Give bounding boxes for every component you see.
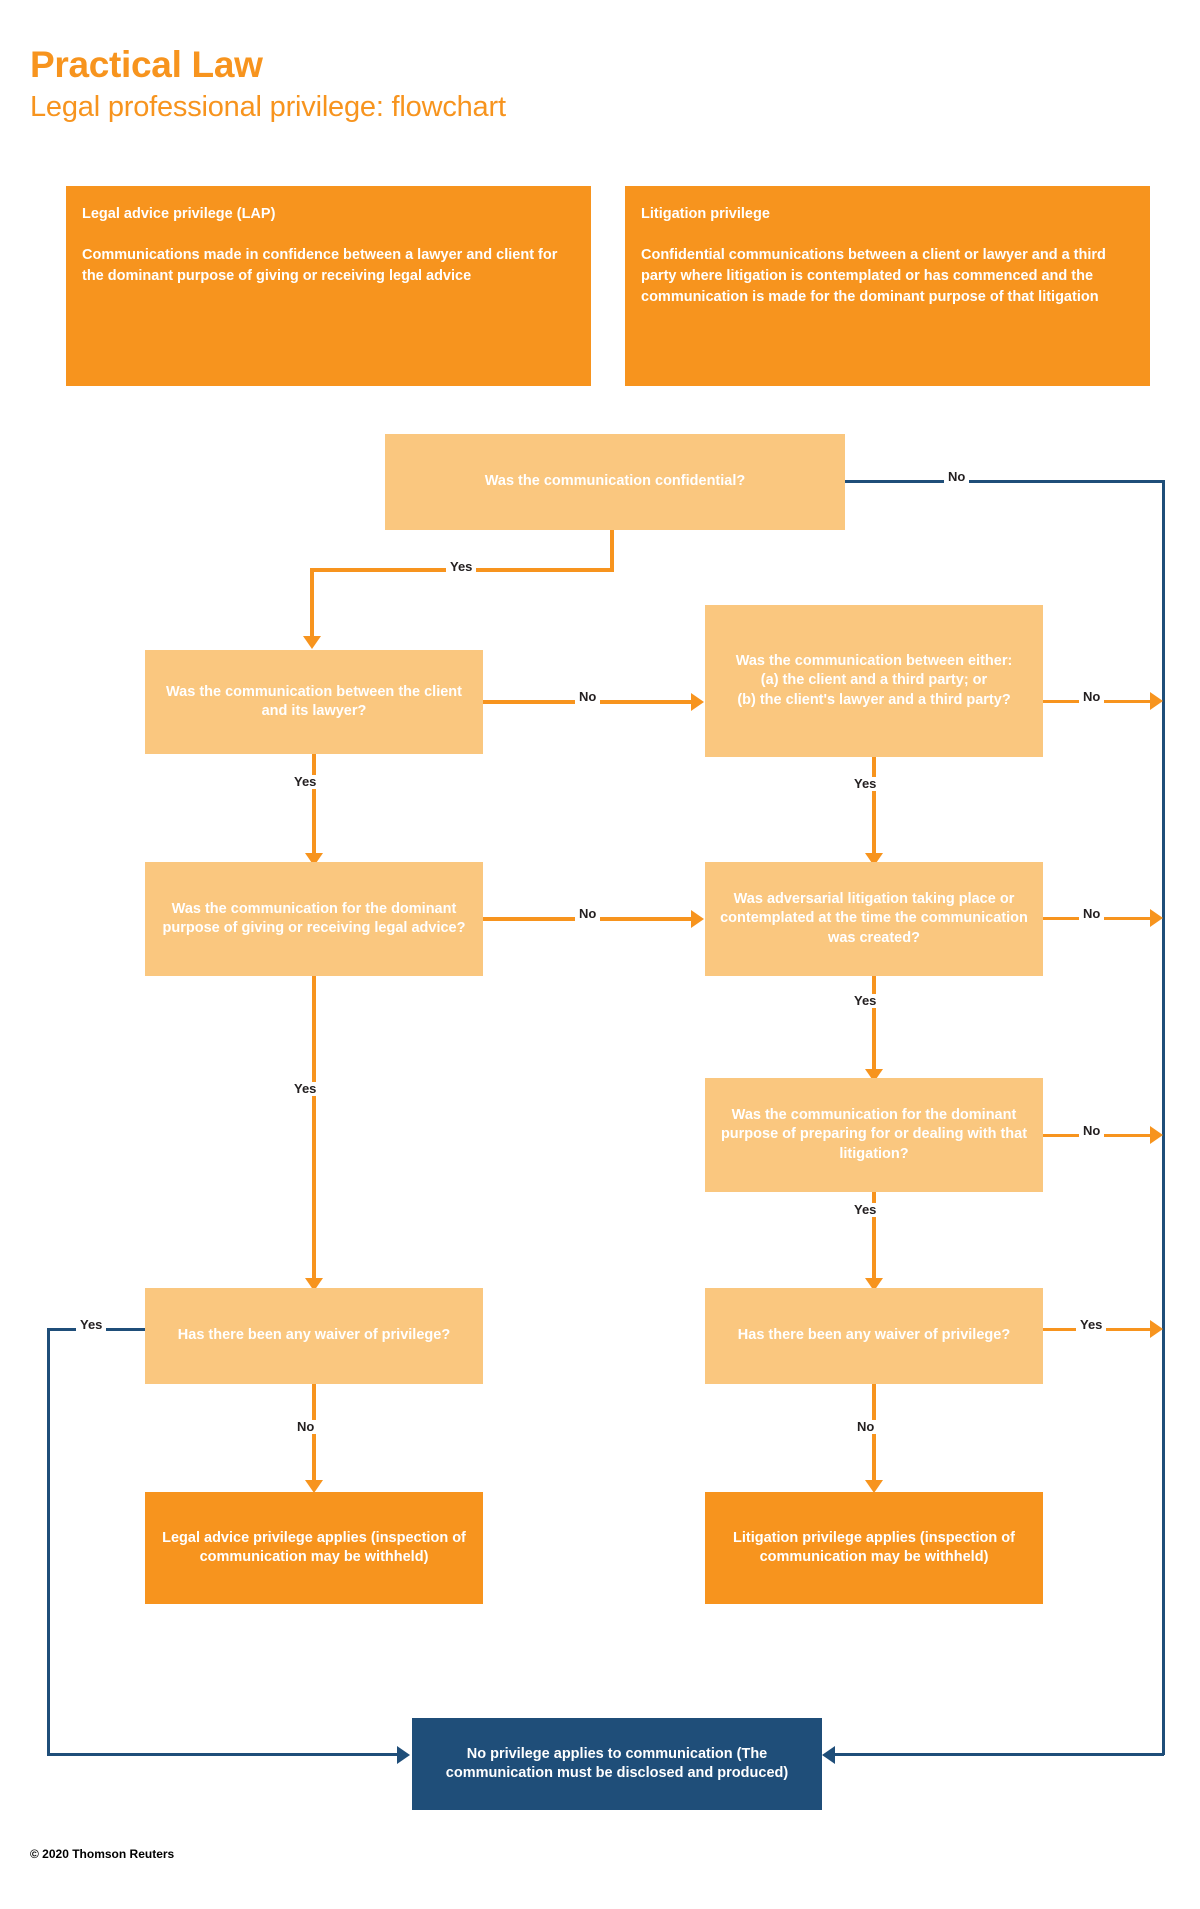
definition-body-lap: Communications made in confidence betwee…	[82, 247, 558, 285]
node-no-privilege: No privilege applies to communication (T…	[412, 1718, 822, 1810]
node-lit-applies: Litigation privilege applies (inspection…	[705, 1492, 1043, 1604]
node-lap-applies-label: Legal advice privilege applies (inspecti…	[162, 1529, 466, 1565]
edge-label-lap-waiver-no: No	[293, 1419, 319, 1435]
edge-confidential-yes-v1	[610, 530, 614, 572]
node-lit-adversarial: Was adversarial litigation taking place …	[705, 862, 1043, 976]
edge-lit-adversarial-yes-v	[872, 976, 876, 1073]
arrow-lap-client-no	[691, 693, 704, 711]
edge-label-lap-dominant-yes: Yes	[290, 1081, 321, 1097]
edge-confidential-yes-v2	[310, 568, 314, 640]
edge-label-lap-waiver-yes: Yes	[76, 1317, 107, 1333]
node-lap-dominant-purpose-label: Was the communication for the dominant p…	[162, 900, 466, 936]
node-lit-waiver-label: Has there been any waiver of privilege?	[737, 1327, 1011, 1344]
definition-title-litigation: Litigation privilege	[641, 206, 770, 222]
edge-label-lit-dominant-yes: Yes	[850, 1202, 881, 1218]
node-lit-dominant-purpose-label: Was the communication for the dominant p…	[720, 1107, 1028, 1162]
node-lap-applies: Legal advice privilege applies (inspecti…	[145, 1492, 483, 1604]
arrow-lit-adversarial-no	[1150, 909, 1163, 927]
node-lap-dominant-purpose: Was the communication for the dominant p…	[145, 862, 483, 976]
arrow-lit-dominant-yes	[865, 1278, 883, 1291]
copyright-notice: © 2020 Thomson Reuters	[30, 1847, 175, 1861]
edge-right-rail-to-bottom-h	[835, 1753, 1164, 1756]
node-lap-client-lawyer: Was the communication between the client…	[145, 650, 483, 754]
arrow-lap-waiver-no	[305, 1480, 323, 1493]
edge-label-lit-waiver-yes: Yes	[1076, 1317, 1107, 1333]
edge-lap-client-yes-v	[312, 754, 316, 857]
arrow-lit-waiver-yes	[1150, 1320, 1163, 1338]
node-lit-adversarial-label: Was adversarial litigation taking place …	[720, 891, 1028, 946]
arrow-lit-third-no	[1150, 692, 1163, 710]
node-lit-applies-label: Litigation privilege applies (inspection…	[733, 1529, 1015, 1565]
edge-lap-dominant-yes-v	[312, 976, 316, 1282]
edge-label-lit-third-no: No	[1079, 689, 1105, 705]
edge-label-confidential-yes: Yes	[446, 559, 477, 575]
node-lit-third-party-label: Was the communication between either: (a…	[735, 653, 1013, 708]
edge-lit-third-yes-v	[872, 757, 876, 857]
edge-label-lit-dominant-no: No	[1079, 1123, 1105, 1139]
node-lit-dominant-purpose: Was the communication for the dominant p…	[705, 1078, 1043, 1192]
edge-lap-waiver-yes-v	[47, 1328, 50, 1755]
node-lit-third-party: Was the communication between either: (a…	[705, 605, 1043, 757]
definition-box-litigation: Litigation privilege Confidential commun…	[625, 186, 1150, 386]
node-confidential: Was the communication confidential?	[385, 434, 845, 530]
node-confidential-label: Was the communication confidential?	[484, 473, 746, 490]
arrow-right-rail-to-bottom	[822, 1746, 835, 1764]
node-lap-waiver: Has there been any waiver of privilege?	[145, 1288, 483, 1384]
edge-label-lit-third-yes: Yes	[850, 776, 881, 792]
node-lap-waiver-label: Has there been any waiver of privilege?	[177, 1327, 451, 1344]
edge-label-confidential-no: No	[944, 469, 970, 485]
edge-label-lit-adversarial-yes: Yes	[850, 993, 881, 1009]
edge-lit-dominant-yes-v	[872, 1192, 876, 1282]
definition-box-lap: Legal advice privilege (LAP) Communicati…	[66, 186, 591, 386]
arrow-lit-dominant-no	[1150, 1126, 1163, 1144]
edge-label-lit-waiver-no: No	[853, 1419, 879, 1435]
arrow-lap-dominant-yes	[305, 1278, 323, 1291]
page-title: Legal professional privilege: flowchart	[30, 91, 506, 123]
arrow-lit-waiver-no	[865, 1480, 883, 1493]
node-lit-waiver: Has there been any waiver of privilege?	[705, 1288, 1043, 1384]
edge-right-rail-vertical	[1162, 480, 1165, 1755]
definition-title-lap: Legal advice privilege (LAP)	[82, 206, 276, 222]
brand-title: Practical Law	[30, 44, 263, 85]
edge-label-lit-adversarial-no: No	[1079, 906, 1105, 922]
edge-label-lap-dominant-no: No	[575, 906, 601, 922]
arrow-confidential-yes	[303, 636, 321, 649]
node-lap-client-lawyer-label: Was the communication between the client…	[166, 683, 462, 719]
edge-label-lap-client-yes: Yes	[290, 774, 321, 790]
node-no-privilege-label: No privilege applies to communication (T…	[445, 1745, 789, 1781]
arrow-lap-dominant-no	[691, 910, 704, 928]
edge-confidential-no-h	[845, 480, 1165, 483]
arrow-left-rail-to-bottom	[397, 1746, 410, 1764]
edge-left-rail-to-bottom-h	[47, 1753, 399, 1756]
edge-label-lap-client-no: No	[575, 689, 601, 705]
definition-body-litigation: Confidential communications between a cl…	[641, 247, 1106, 306]
